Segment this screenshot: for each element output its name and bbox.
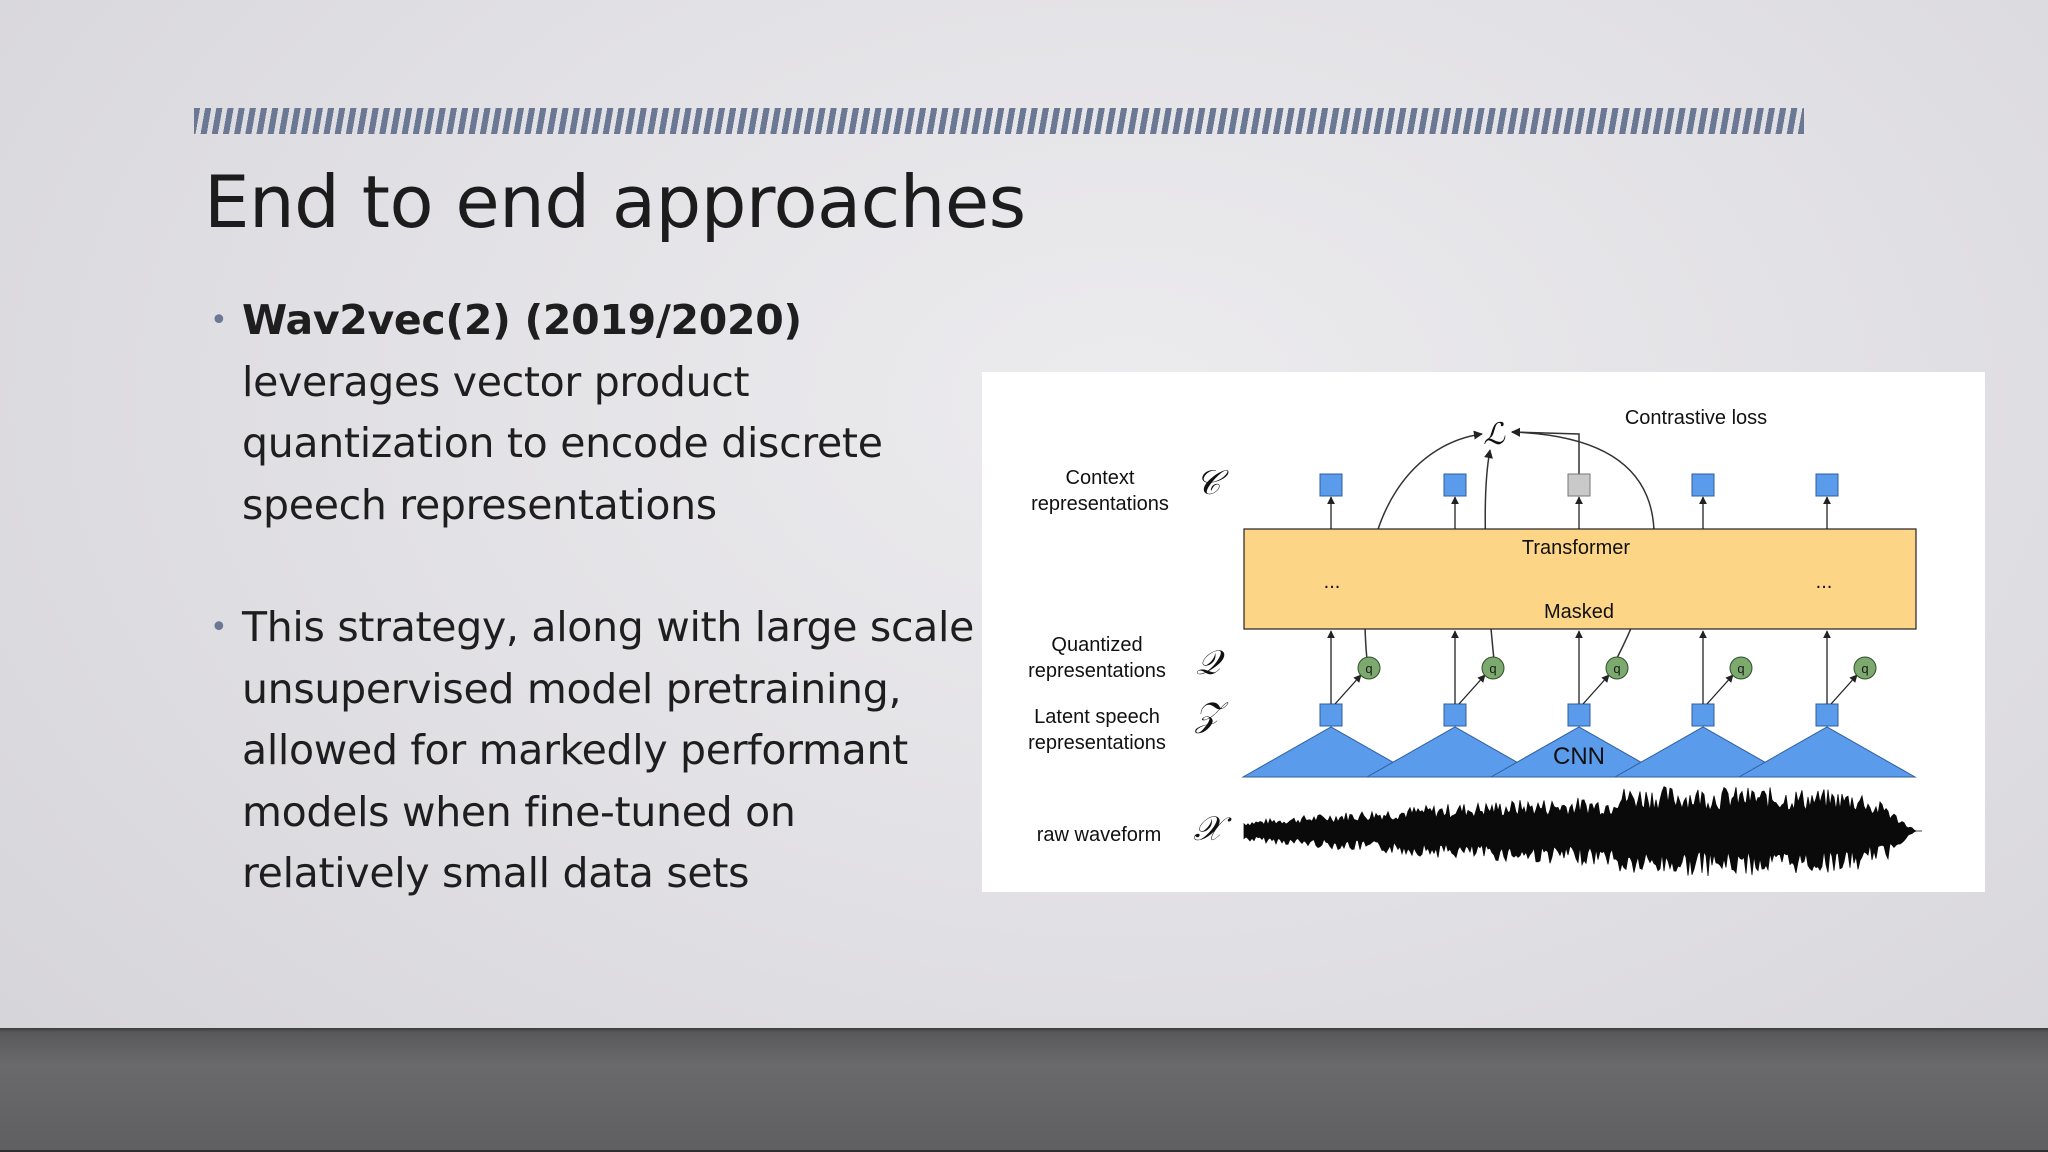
contrastive-arrow-masked [1511, 427, 1580, 474]
latent-to-quantizer-arrow [1830, 674, 1858, 705]
latent-node [1319, 703, 1343, 727]
latent-node [1443, 703, 1467, 727]
raw-waveform [1243, 786, 1922, 877]
bullet-list: • Wav2vec(2) (2019/2020) leverages vector… [210, 290, 990, 905]
cnn-triangle [1737, 726, 1917, 778]
context-node [1319, 473, 1343, 497]
latent-to-quantizer-arrow [1334, 674, 1362, 705]
floor-band [0, 1028, 2048, 1152]
symbol-latent: 𝒵 [1194, 697, 1229, 734]
bullet-item: • Wav2vec(2) (2019/2020) leverages vector… [210, 290, 990, 536]
transformer-ellipsis-left: ... [1324, 571, 1341, 593]
latent-node [1815, 703, 1839, 727]
transformer-block [1243, 528, 1917, 630]
context-node [1691, 473, 1715, 497]
quantizer-label: q [1365, 661, 1372, 676]
decorative-stripe [194, 108, 1804, 134]
symbol-context: 𝒞 [1196, 465, 1230, 502]
quantizer-label: q [1613, 661, 1620, 676]
bullet-glyph: • [210, 303, 228, 338]
row-label-context-line2: representations [1031, 493, 1169, 515]
cnn-triangle [1489, 726, 1669, 778]
row-label-latent-line2: representations [1028, 732, 1166, 754]
quantizer-circle [1729, 656, 1753, 680]
bullet-bold-text: Wav2vec(2) (2019/2020) [242, 296, 802, 344]
loss-symbol: ℒ [1483, 418, 1506, 451]
floor-edge [0, 1150, 2048, 1152]
bullet-text: This strategy, along with large scale un… [242, 603, 975, 897]
symbol-quantized: 𝒬 [1196, 645, 1226, 682]
latent-to-quantizer-arrow [1582, 674, 1610, 705]
row-label-latent-line1: Latent speech [1034, 706, 1160, 728]
context-node [1443, 473, 1467, 497]
row-label-raw-waveform: raw waveform [1037, 824, 1161, 846]
quantizer-circle [1605, 656, 1629, 680]
transformer-ellipsis-right: ... [1816, 571, 1833, 593]
latent-to-quantizer-arrow [1458, 674, 1486, 705]
quantizer-circle [1357, 656, 1381, 680]
bullet-text: leverages vector product quantization to… [242, 357, 883, 529]
transformer-label: Transformer [1522, 537, 1631, 559]
bullet-item: • This strategy, along with large scale u… [210, 597, 990, 905]
wav2vec-architecture-figure: Context representations 𝒞 Quantized repr… [982, 372, 1985, 892]
context-node [1815, 473, 1839, 497]
cnn-triangle [1613, 726, 1793, 778]
symbol-raw-waveform: 𝒳 [1193, 811, 1232, 848]
row-label-quantized-line2: representations [1028, 660, 1166, 682]
quantizer-label: q [1737, 661, 1744, 676]
cnn-label: CNN [1553, 743, 1605, 770]
slide-title: End to end approaches [204, 160, 1026, 244]
quantizer-circle [1853, 656, 1877, 680]
context-node-masked [1567, 473, 1591, 497]
masked-label: Masked [1544, 601, 1614, 623]
cnn-triangle [1241, 726, 1421, 778]
contrastive-loss-label: Contrastive loss [1625, 407, 1767, 429]
latent-node [1567, 703, 1591, 727]
quantizer-label: q [1489, 661, 1496, 676]
quantizer-circle [1481, 656, 1505, 680]
latent-node [1691, 703, 1715, 727]
cnn-triangle [1365, 726, 1545, 778]
bullet-glyph: • [210, 610, 228, 645]
architecture-diagram: Context representations 𝒞 Quantized repr… [1028, 407, 1922, 877]
quantizer-label: q [1861, 661, 1868, 676]
latent-to-quantizer-arrow [1706, 674, 1734, 705]
row-label-context-line1: Context [1066, 467, 1135, 489]
row-label-quantized-line1: Quantized [1051, 634, 1142, 656]
